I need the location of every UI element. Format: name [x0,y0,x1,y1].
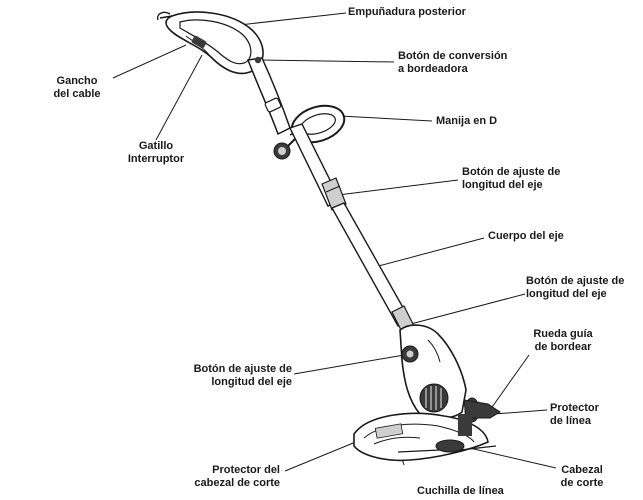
label-protector-linea: Protector de línea [550,402,599,428]
label-cabezal-corte: Cabezal de corte [552,464,612,490]
label-boton-ajuste-eje-3: Botón de ajuste de longitud del eje [170,363,292,389]
leader-manija [339,115,433,122]
label-line: del cable [53,88,101,100]
label-rueda-guia: Rueda guía de bordear [520,328,606,354]
label-line: Gatillo [138,140,174,152]
leader-boton-conversion [259,59,395,63]
label-manija-d: Manija en D [436,115,497,128]
label-line: Cuchilla de línea [417,485,504,497]
label-line: a bordeadora [398,63,468,75]
label-line: de corte [560,477,604,489]
upper-shaft [289,123,347,211]
label-protector-cabezal: Protector del cabezal de corte [176,464,280,490]
upper-housing [246,56,291,136]
leader-cabezal [460,445,557,469]
label-line: de línea [550,415,591,427]
label-empunadura-posterior: Empuñadura posterior [348,6,466,19]
leader-rueda [489,354,530,411]
leader-gancho [112,44,187,79]
label-cuerpo-eje: Cuerpo del eje [488,230,564,243]
label-line: Botón de ajuste de [193,363,292,375]
label-boton-ajuste-eje-1: Botón de ajuste de longitud del eje [462,166,560,192]
label-line: Protector [550,402,599,414]
leader-ajuste-3 [293,354,405,375]
cutting-head [397,414,497,453]
motor-housing [399,324,467,420]
leader-protector-cabezal [284,438,364,472]
label-line: Gancho [56,75,98,87]
label-line: Cabezal [561,464,603,476]
label-line: Rueda guía [533,328,593,340]
label-line: cabezal de corte [194,477,280,489]
rear-handle [156,11,264,75]
label-line: longitud del eje [526,288,607,300]
label-line: Botón de conversión [398,50,508,62]
label-cuchilla-linea: Cuchilla de línea [417,485,504,498]
leader-ajuste-2 [406,293,526,326]
label-line: Interruptor [127,153,185,165]
label-line: longitud del eje [211,376,292,388]
label-gancho-cable: Gancho del cable [40,75,114,101]
label-line: de bordear [534,341,592,353]
leader-gatillo [155,54,203,141]
label-line: Protector del [212,464,280,476]
label-line: Manija en D [436,115,498,127]
label-line: Empuñadura posterior [348,6,466,18]
leader-cuerpo [370,237,485,269]
label-line: Botón de ajuste de [462,166,561,178]
leader-empunadura [229,12,347,27]
leader-ajuste-1 [337,179,459,196]
main-shaft [331,202,415,333]
label-line: Botón de ajuste de [526,275,625,287]
label-line: longitud del eje [462,179,543,191]
leader-protector-linea [493,409,548,415]
label-boton-conversion: Botón de conversión a bordeadora [398,50,507,76]
label-gatillo-interruptor: Gatillo Interruptor [116,140,196,166]
label-boton-ajuste-eje-2: Botón de ajuste de longitud del eje [526,275,624,301]
label-line: Cuerpo del eje [488,230,564,242]
